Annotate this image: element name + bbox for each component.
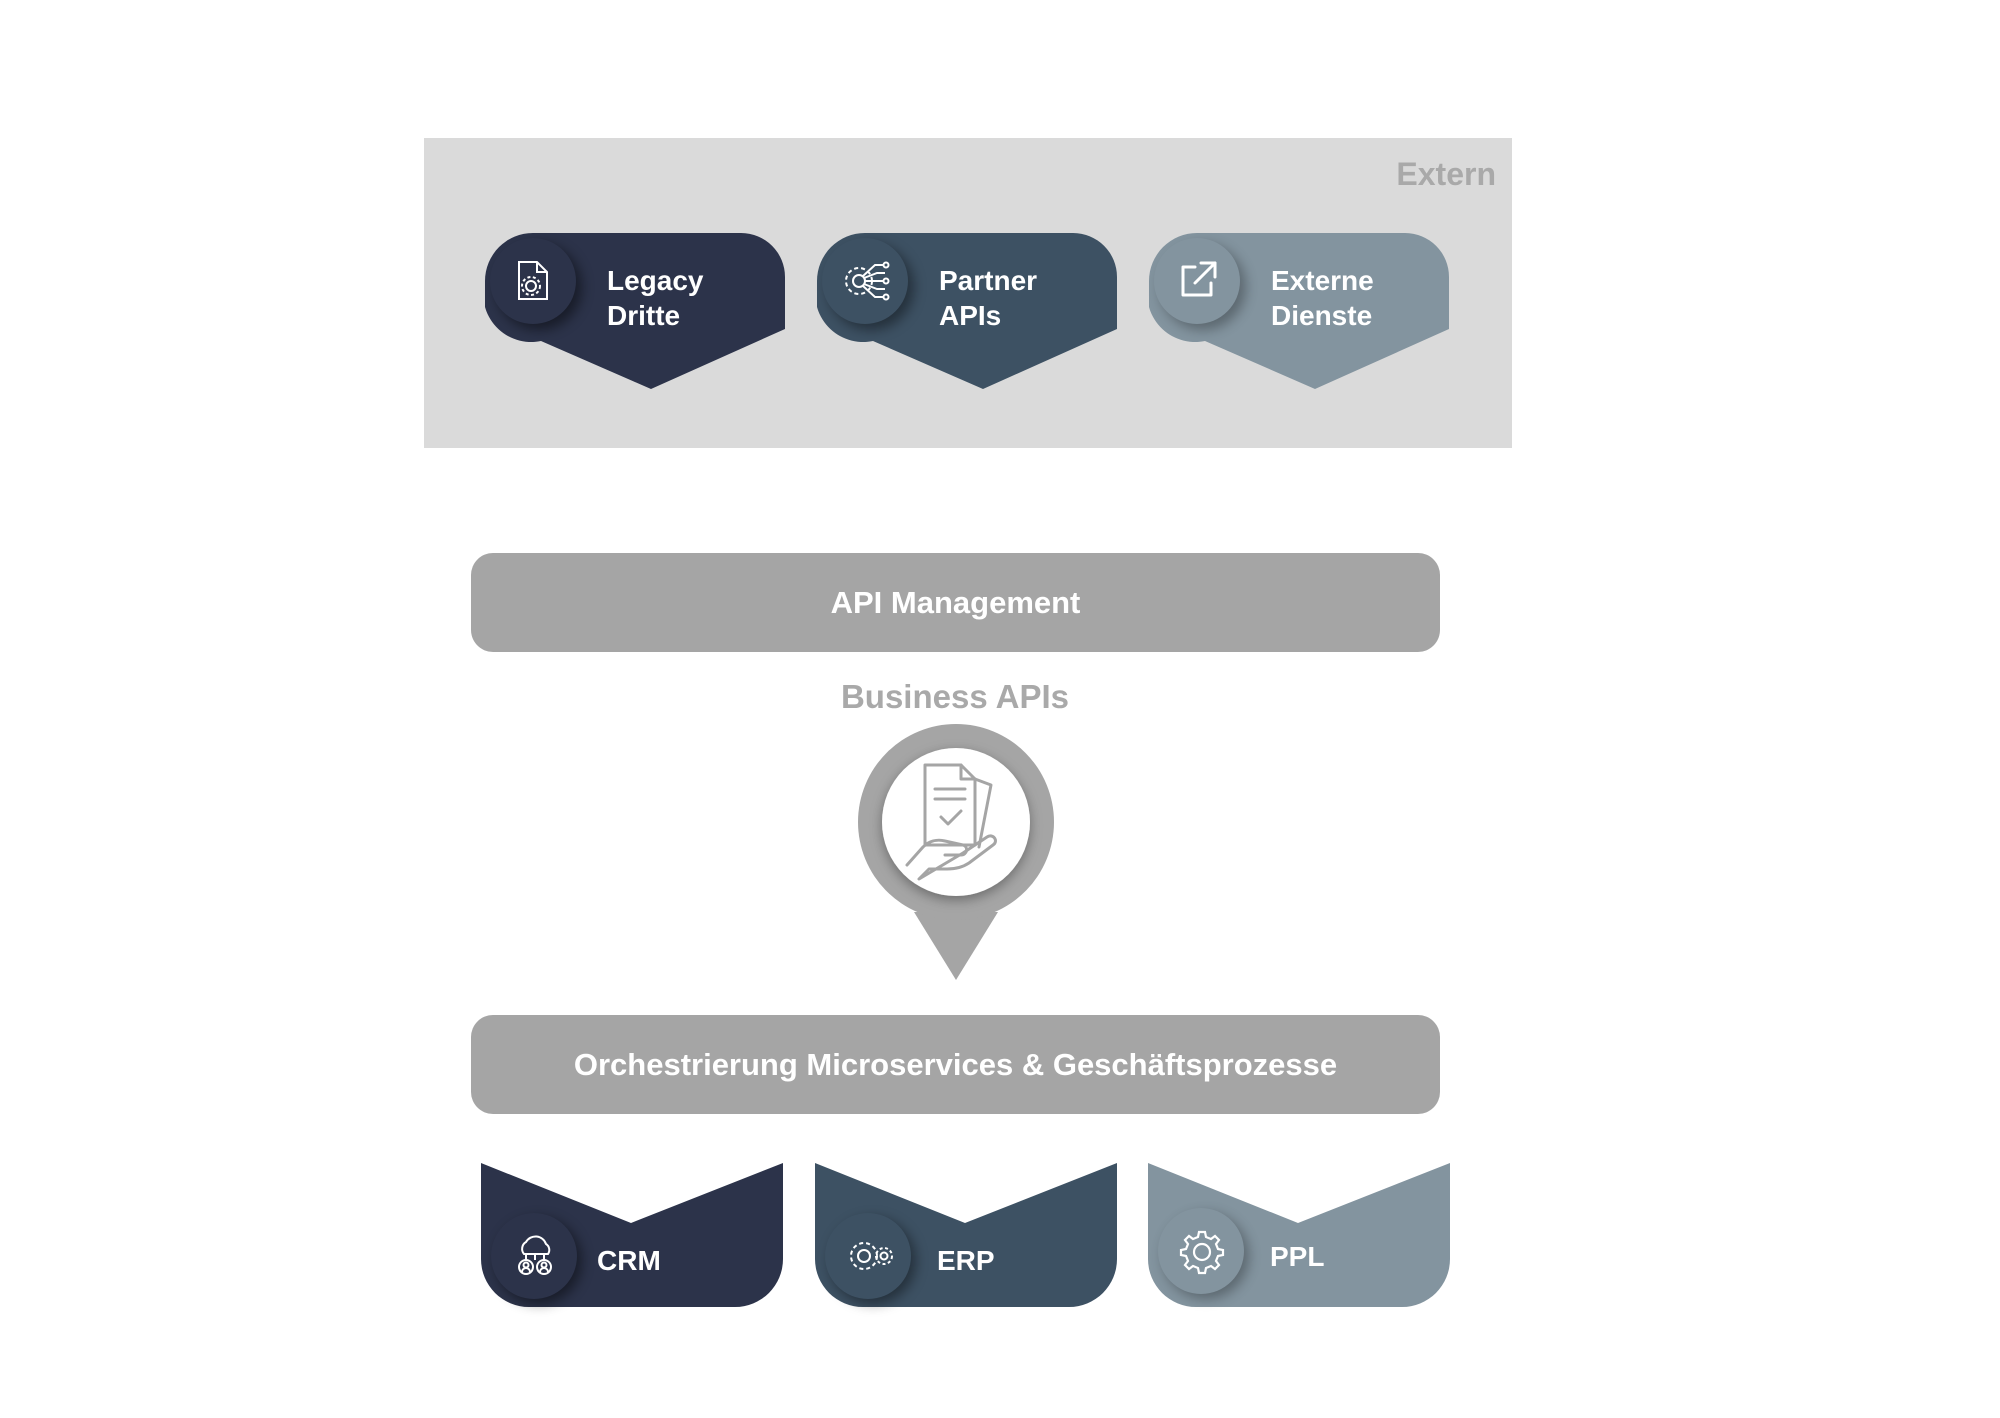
gears-icon bbox=[825, 1213, 911, 1299]
card-partner-apis[interactable]: Partner APIs bbox=[817, 233, 1117, 389]
system-label: CRM bbox=[597, 1245, 661, 1276]
system-card-ppl[interactable]: PPL bbox=[1148, 1163, 1450, 1308]
card-label-line2: Dritte bbox=[607, 300, 681, 331]
cloud-users-icon bbox=[491, 1213, 577, 1299]
document-gear-icon bbox=[490, 238, 576, 324]
card-legacy-dritte[interactable]: Legacy Dritte bbox=[485, 233, 785, 389]
orchestration-label: Orchestrierung Microservices & Geschäfts… bbox=[573, 1046, 1338, 1082]
card-label-line2: APIs bbox=[939, 300, 1002, 331]
system-label: PPL bbox=[1270, 1241, 1325, 1272]
card-label-line1: Legacy bbox=[607, 265, 704, 296]
api-management-label: API Management bbox=[830, 584, 1081, 620]
api-management-bar[interactable]: API Management bbox=[471, 553, 1440, 652]
system-label: ERP bbox=[937, 1245, 995, 1276]
business-apis-label: Business APIs bbox=[840, 678, 1070, 715]
network-gear-icon bbox=[822, 238, 908, 324]
card-externe-dienste[interactable]: Externe Dienste bbox=[1149, 233, 1449, 389]
extern-title: Extern bbox=[1396, 156, 1496, 192]
system-card-erp[interactable]: ERP bbox=[815, 1163, 1117, 1308]
card-label-line1: Externe bbox=[1271, 265, 1374, 296]
gear-icon bbox=[1158, 1208, 1244, 1294]
system-card-crm[interactable]: CRM bbox=[481, 1163, 783, 1308]
card-label-line2: Dienste bbox=[1271, 300, 1373, 331]
card-label-line1: Partner bbox=[939, 265, 1038, 296]
business-apis-pin bbox=[858, 724, 1054, 980]
external-link-icon bbox=[1154, 238, 1240, 324]
hand-document-icon bbox=[905, 763, 997, 881]
orchestration-bar[interactable]: Orchestrierung Microservices & Geschäfts… bbox=[471, 1015, 1440, 1114]
